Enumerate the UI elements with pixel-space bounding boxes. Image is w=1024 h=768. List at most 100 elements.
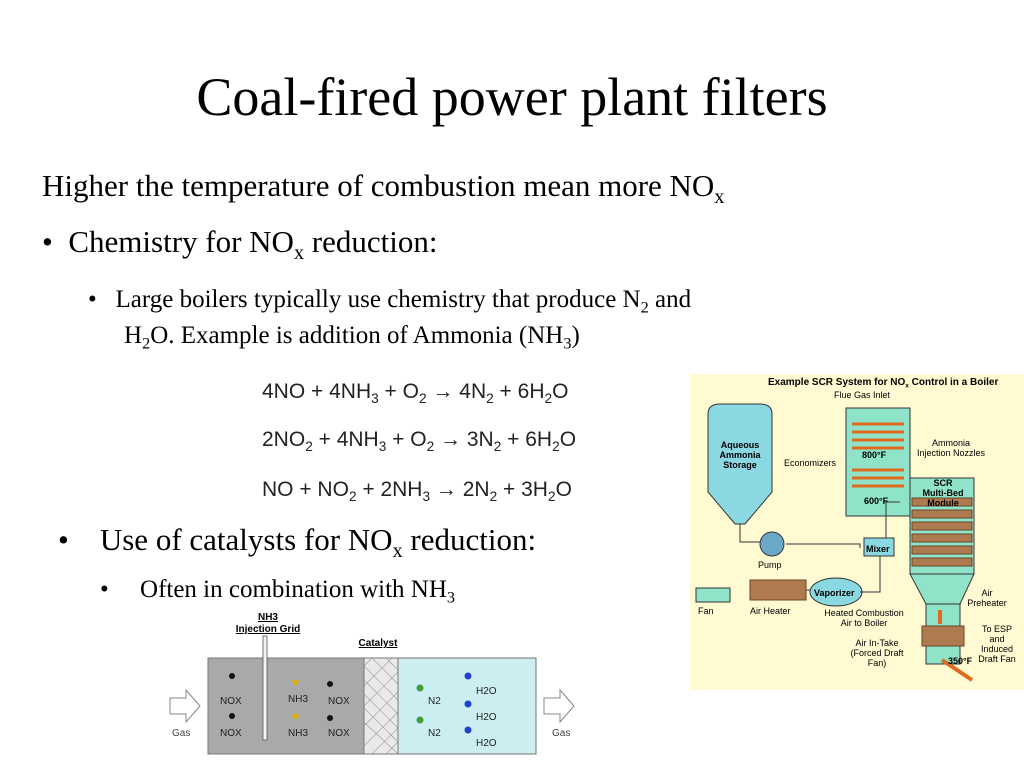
bullet-glyph: • xyxy=(58,522,69,557)
catalyst-hatch xyxy=(363,657,399,755)
scr-system-diagram: Example SCR System for NOx Control in a … xyxy=(690,374,1024,690)
gas-in-label: Gas xyxy=(172,728,190,739)
nox-dot xyxy=(327,715,333,721)
subscript: 2 xyxy=(142,334,151,353)
species-h2o: H2O xyxy=(476,686,497,697)
equation-subscript: 2 xyxy=(544,390,553,406)
nox-dot xyxy=(327,681,333,687)
bullet-large-boilers-text: and xyxy=(648,286,692,313)
catalyst-diagram: NH3 Injection Grid Catalyst NOX NOX ★ NH3… xyxy=(169,612,575,755)
economizer-duct xyxy=(845,407,911,517)
air-heater-block xyxy=(749,579,807,601)
equation-subscript: 2 xyxy=(493,438,502,454)
subscript: x xyxy=(392,540,403,563)
equation-text: → 2N xyxy=(430,478,490,501)
fan-label: Fan xyxy=(698,606,714,616)
intro-line: Higher the temperature of combustion mea… xyxy=(42,168,724,207)
species-h2o: H2O xyxy=(476,738,497,749)
equation-text: → 3N xyxy=(434,428,494,451)
flue-gas-inlet-label: Flue Gas Inlet xyxy=(834,390,891,400)
to-esp-label: To ESP and Induced Draft Fan xyxy=(978,624,1016,664)
h2o-dot xyxy=(464,672,472,680)
air-intake-label: Air In-Take (Forced Draft Fan) xyxy=(850,638,904,668)
injection-grid-pipe xyxy=(262,635,268,741)
equation-1: 4NO + 4NH3 + O2 → 4N2 + 6H2O xyxy=(262,380,569,406)
species-nh3: NH3 xyxy=(288,694,308,705)
ammonia-storage-label: Aqueous Ammonia Storage xyxy=(719,440,761,470)
equation-subscript: 2 xyxy=(419,390,427,406)
scr-title: Example SCR System for NOx Control in a … xyxy=(768,377,999,390)
mixer-box xyxy=(863,537,895,557)
equation-subscript: 2 xyxy=(348,488,357,504)
bullet-chemistry-sub: x xyxy=(293,242,305,265)
air-preheater-label: Air Preheater xyxy=(967,588,1007,608)
scr-module-label: SCR Multi-Bed Module xyxy=(922,478,964,508)
equation-text: O xyxy=(552,380,569,403)
pipe xyxy=(885,501,900,538)
equation-subscript: 2 xyxy=(486,390,494,406)
equation-3: NO + NO2 + 2NH3 → 2N2 + 3H2O xyxy=(262,478,572,504)
scr-title-text: Control in a Boiler xyxy=(908,377,999,388)
gas-in-arrow-icon xyxy=(169,688,201,724)
equation-text: + 2NH xyxy=(356,478,423,501)
equation-subscript: 2 xyxy=(489,488,498,504)
temp-350-label: 350°F xyxy=(948,656,973,666)
heated-air-label: Heated Combustion Air to Boiler xyxy=(824,608,904,628)
equation-2: 2NO2 + 4NH3 + O2 → 3N2 + 6H2O xyxy=(262,428,576,454)
species-nox: NOX xyxy=(328,728,350,739)
bullet-large-boilers-text: O. Example is addition of Ammonia (NH xyxy=(150,322,564,349)
air-heater-label: Air Heater xyxy=(750,606,791,616)
bullet-nh3-text: Often in combination with NH xyxy=(140,576,447,603)
equation-text: + 6H xyxy=(501,428,553,451)
nh3-star-icon: ★ xyxy=(290,709,301,723)
bullet-catalysts: • Use of catalysts for NOx reduction: xyxy=(58,522,537,561)
bullet-large-boilers-text: Large boilers typically use chemistry th… xyxy=(115,286,641,313)
equation-text: 2NO xyxy=(262,428,306,451)
n2-dot xyxy=(416,684,424,692)
species-n2: N2 xyxy=(428,696,441,707)
h2o-dot xyxy=(464,726,472,734)
pump-label: Pump xyxy=(758,560,782,570)
bullet-large-boilers-text: H xyxy=(124,322,143,349)
subscript: 3 xyxy=(563,334,572,353)
bullet-chemistry-text: Chemistry for NO xyxy=(68,224,294,259)
scr-title-text: Example SCR System for NO xyxy=(768,377,906,388)
equation-subscript: 2 xyxy=(305,438,313,454)
equation-text: + O xyxy=(386,428,427,451)
mixer-label: Mixer xyxy=(866,544,890,554)
pipe xyxy=(786,543,861,548)
air-preheater-block xyxy=(921,625,965,647)
pump-icon xyxy=(759,531,785,557)
equation-subscript: 3 xyxy=(422,488,431,504)
bullet-nh3-combination: • Often in combination with NH3 xyxy=(100,576,456,607)
scr-drawing xyxy=(695,403,975,682)
bullet-glyph: • xyxy=(42,224,53,259)
species-n2: N2 xyxy=(428,728,441,739)
ammonia-nozzles-label: Ammonia Injection Nozzles xyxy=(916,438,986,458)
bullet-catalysts-post: reduction: xyxy=(402,522,537,557)
ammonia-tank xyxy=(707,403,773,525)
equation-text: → 4N xyxy=(426,380,487,403)
species-h2o: H2O xyxy=(476,712,497,723)
bullet-large-boilers: • Large boilers typically use chemistry … xyxy=(88,282,948,354)
equation-subscript: 2 xyxy=(552,438,560,454)
intro-subscript: x xyxy=(714,186,725,209)
nh3-star-icon: ★ xyxy=(290,675,301,689)
pipe xyxy=(860,556,881,593)
subscript: x xyxy=(905,382,909,390)
economizers-label: Economizers xyxy=(784,458,837,468)
vaporizer-label: Vaporizer xyxy=(814,588,855,598)
catalyst-label: Catalyst xyxy=(359,638,399,649)
species-nh3: NH3 xyxy=(288,728,308,739)
nox-dot xyxy=(229,673,235,679)
injection-grid-label-2: Injection Grid xyxy=(236,624,300,635)
equation-text: O xyxy=(555,478,572,501)
equation-subscript: 3 xyxy=(371,390,379,406)
slide-title: Coal-fired power plant filters xyxy=(196,67,828,127)
equation-text: + 4NH xyxy=(312,428,379,451)
species-nox: NOX xyxy=(220,696,242,707)
gas-out-arrow-icon xyxy=(543,688,575,724)
subscript: 3 xyxy=(446,588,456,607)
equation-subscript: 2 xyxy=(426,438,435,454)
bullet-glyph: • xyxy=(88,286,97,313)
